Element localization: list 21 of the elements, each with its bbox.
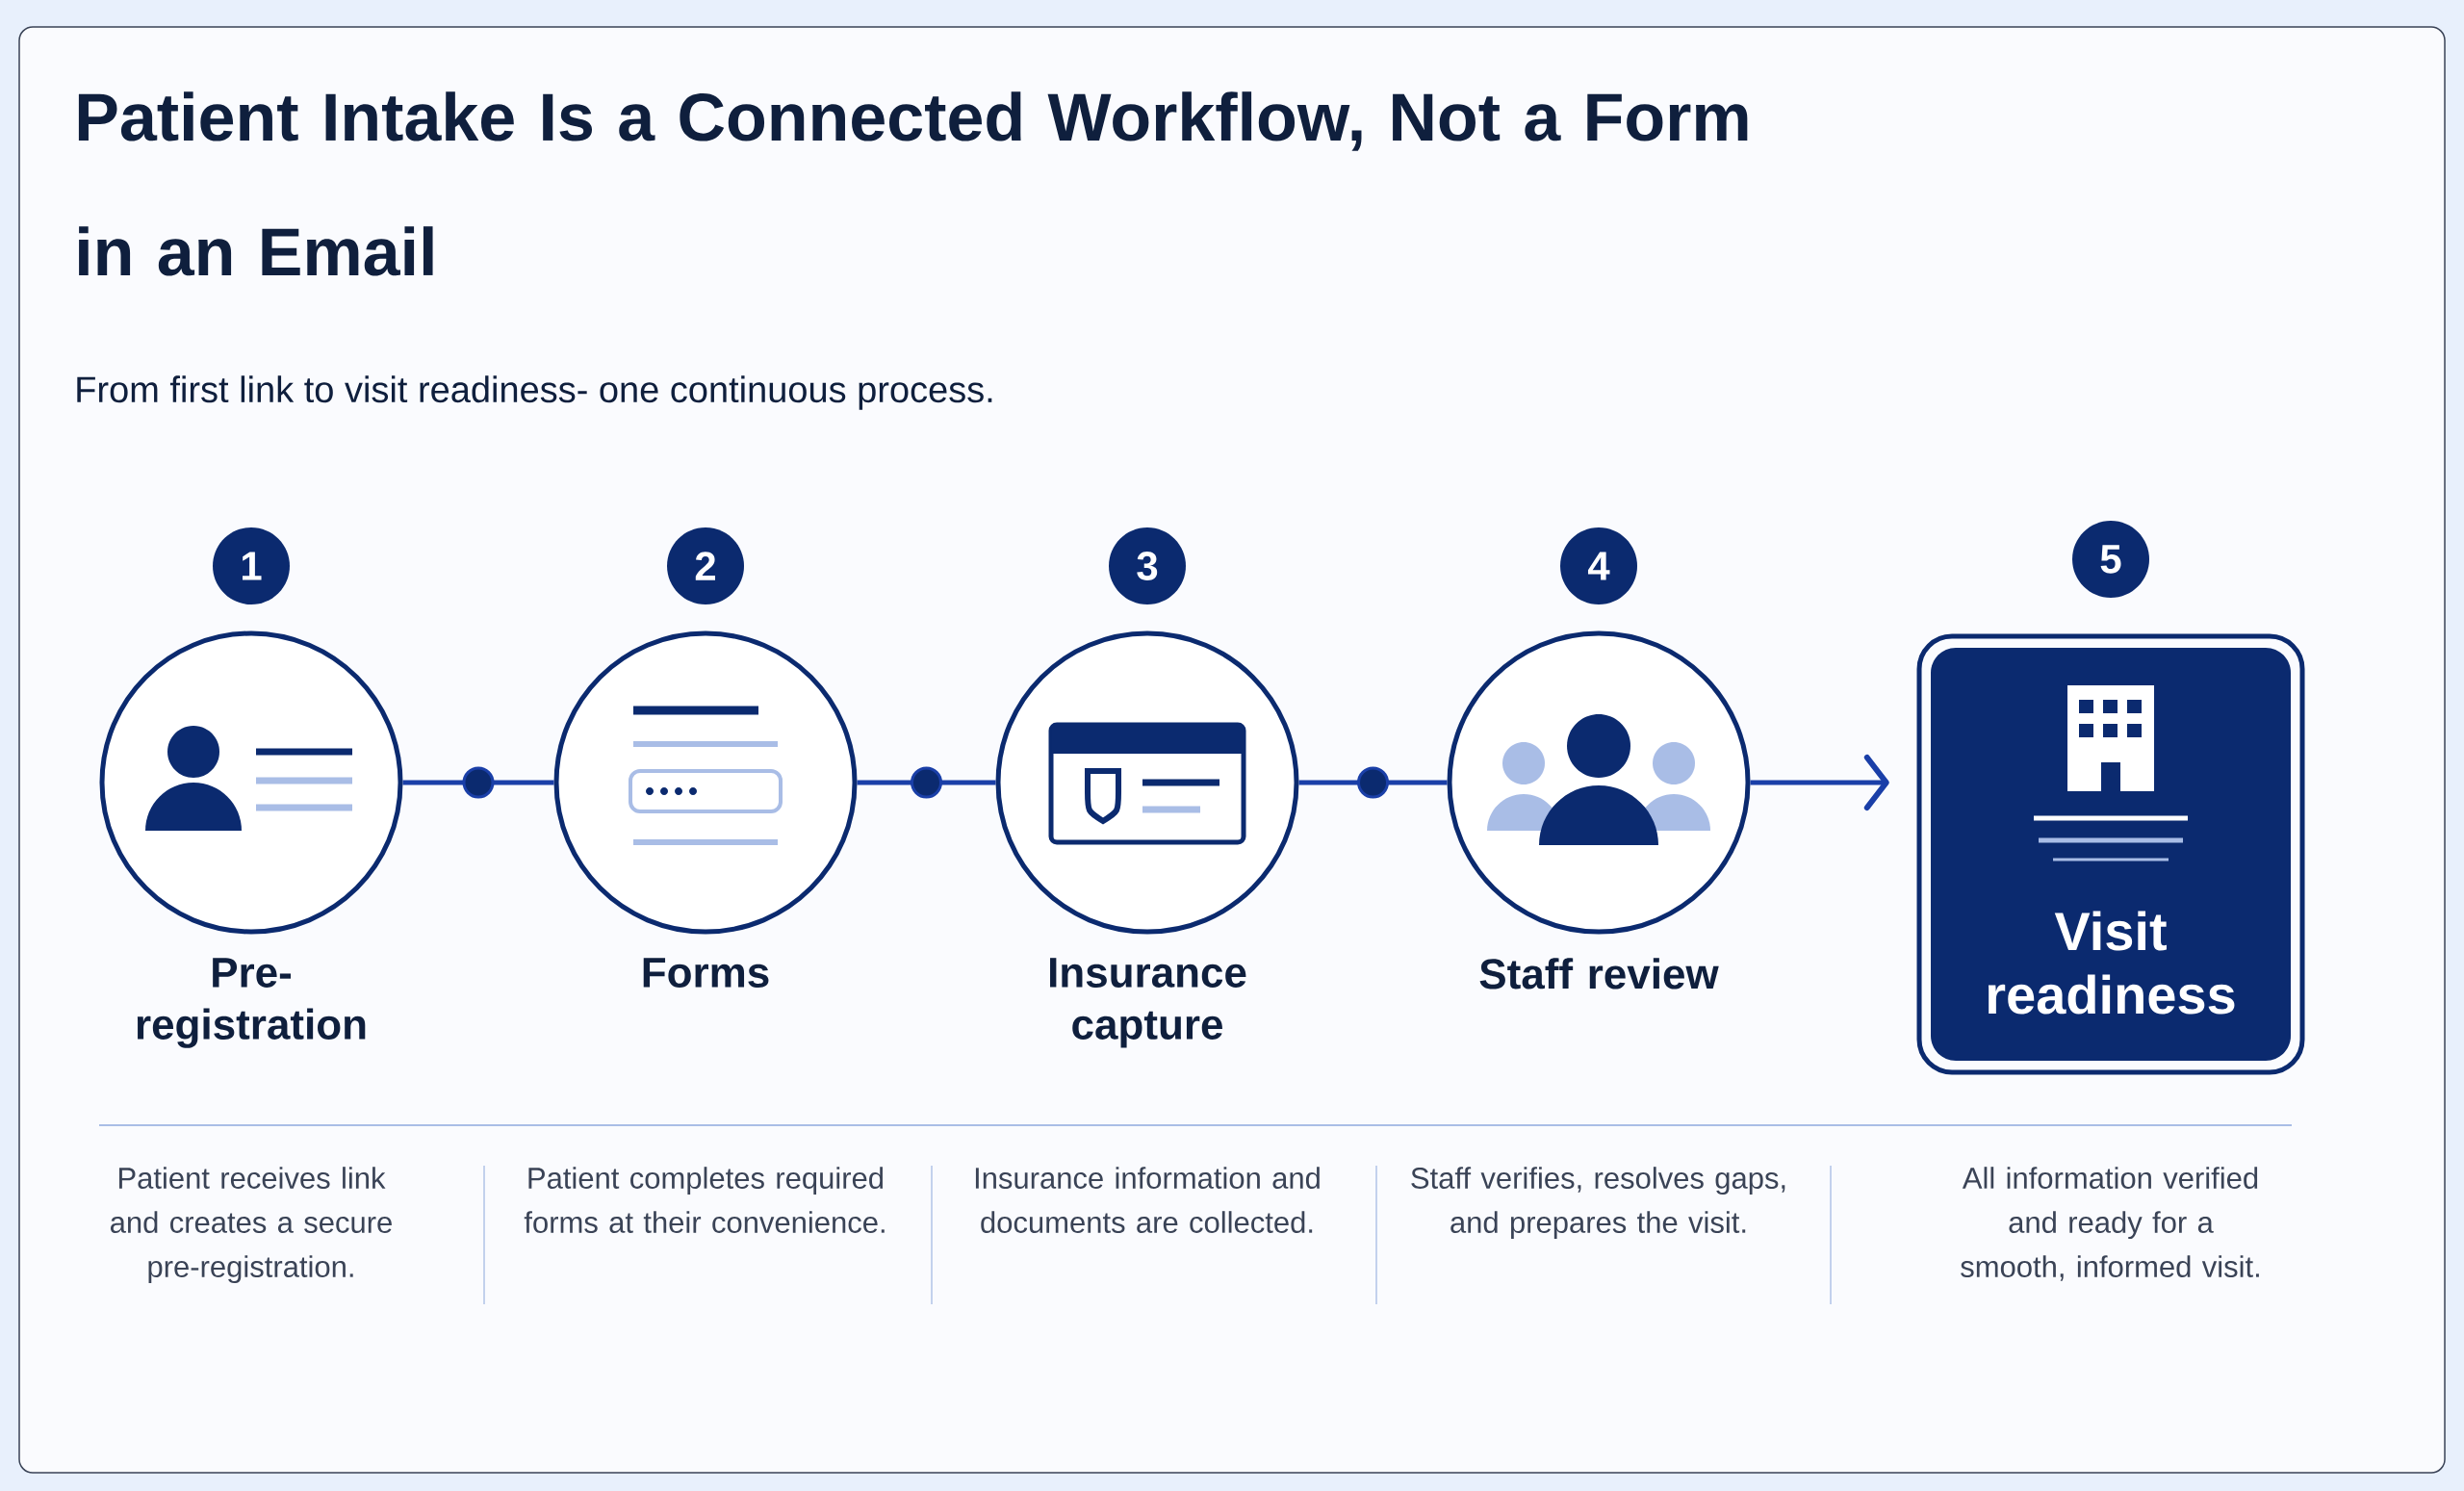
step-number: 3 <box>1109 527 1186 604</box>
step-name: Pre-registration <box>137 958 366 1048</box>
step-box: Visit readiness <box>1916 633 2305 1075</box>
step-description: Patient receives link and creates a secure pre-registration. <box>111 1167 392 1284</box>
step-description: Insurance information and documents are collected. <box>975 1167 1320 1233</box>
step-name: Forms <box>643 958 769 988</box>
step-description: Staff verifies, resolves gaps, and prepares the visit. <box>1411 1167 1785 1240</box>
subtitle: From first link to visit readiness- one continuous process. <box>77 375 992 410</box>
connector <box>857 766 996 799</box>
step-name: Insurance capture <box>1050 958 1246 1048</box>
step-name: Staff review <box>1479 958 1719 990</box>
connector <box>402 766 554 799</box>
step-number: 2 <box>667 527 744 604</box>
step-description: Patient completes required forms at their convenience. <box>524 1167 885 1233</box>
connector <box>1750 755 1889 810</box>
step-number: 4 <box>1560 527 1637 604</box>
step-number: 1 <box>213 527 290 604</box>
connector <box>1298 766 1448 799</box>
step-number: 5 <box>2072 521 2149 598</box>
step-description: All information verified and ready for a smooth, informed visit. <box>1961 1167 2259 1281</box>
title: Patient Intake Is a Connected Workflow, Not a Form in an Email <box>78 91 1748 276</box>
